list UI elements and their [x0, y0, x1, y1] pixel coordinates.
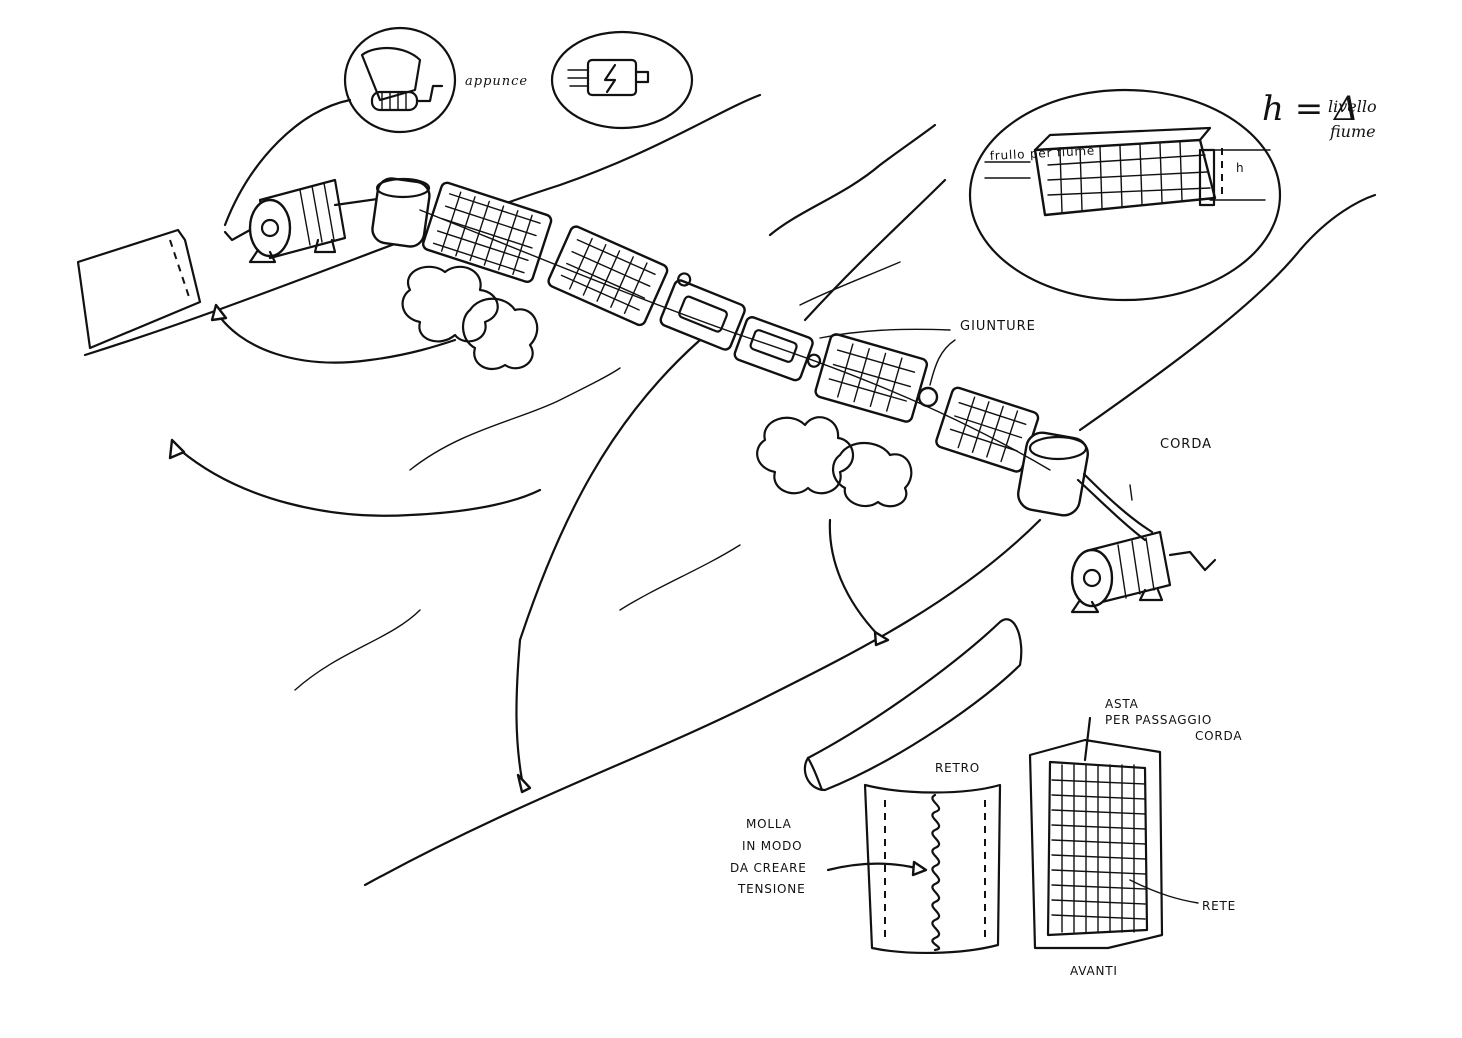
- label-molla-4: TENSIONE: [737, 882, 805, 896]
- joint-connector: [919, 388, 937, 406]
- label-livello: livello: [1328, 97, 1377, 116]
- label-fiume: fiume: [1329, 122, 1376, 141]
- label-retro: RETRO: [935, 761, 980, 775]
- barrier-chain: [371, 177, 1091, 518]
- label-avanti: AVANTI: [1070, 964, 1118, 978]
- left-shore: [78, 230, 200, 348]
- hand-crank-icon: [362, 48, 442, 110]
- label-molla-3: DA CREARE: [730, 861, 807, 875]
- label-molla-2: IN MODO: [742, 839, 802, 853]
- float-right: [1016, 430, 1091, 518]
- label-asta-3: CORDA: [1195, 729, 1242, 743]
- float-net-module-5: [814, 333, 928, 423]
- flow-arrows: [170, 305, 888, 792]
- label-rete: RETE: [1202, 899, 1236, 913]
- float-net-module-4: [733, 316, 826, 387]
- float-net-module-3: [659, 271, 750, 351]
- label-asta-1: ASTA: [1105, 697, 1139, 711]
- label-giunture: GIUNTURE: [960, 319, 1036, 334]
- corda-leader: [1130, 485, 1132, 500]
- float-net-module-detail: [1035, 128, 1215, 215]
- net-grid-icon: [1052, 765, 1145, 932]
- electric-motor-icon: [568, 60, 648, 95]
- label-corda: CORDA: [1160, 437, 1212, 452]
- label-molla-1: MOLLA: [746, 817, 792, 831]
- retro-panel: [828, 785, 1000, 953]
- label-h-small: h: [1236, 161, 1244, 175]
- avanti-panel: [1030, 718, 1198, 948]
- giunture-leader: [930, 340, 955, 385]
- winch-left: [225, 180, 385, 262]
- inset-level-detail: h frullo per fiume: [805, 90, 1280, 320]
- hand-crank-circle: [345, 28, 455, 132]
- label-appunce: appunce: [465, 74, 528, 89]
- float-net-module-2: [547, 225, 669, 327]
- log-tube: [805, 619, 1021, 790]
- winch-right: [1072, 474, 1215, 612]
- electric-motor-circle: [552, 32, 692, 128]
- label-asta-2: PER PASSAGGIO: [1105, 713, 1212, 727]
- float-left: [371, 177, 432, 249]
- spring-coil-icon: [932, 795, 939, 950]
- float-net-module-1: [422, 181, 553, 283]
